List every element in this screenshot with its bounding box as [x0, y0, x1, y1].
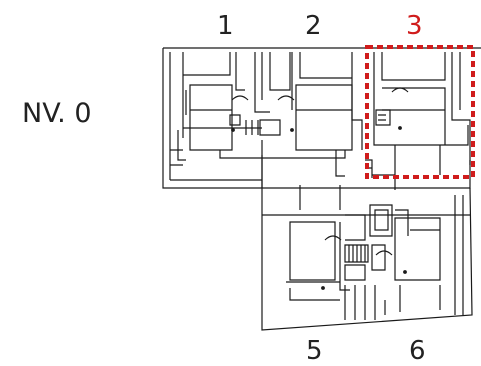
upper-block-outline: [162, 47, 481, 189]
unit-label-5[interactable]: 5: [306, 336, 323, 366]
units-1-2: [170, 52, 363, 177]
units-5-6: [286, 195, 464, 320]
unit-label-3[interactable]: 3: [406, 11, 423, 41]
unit-label-6[interactable]: 6: [409, 336, 426, 366]
unit-label-1[interactable]: 1: [217, 11, 234, 41]
level-label: NV. 0: [22, 98, 92, 129]
unit-3-highlight: [365, 45, 475, 179]
lower-block-outline: [261, 185, 473, 331]
unit-3: [365, 52, 471, 190]
unit-label-2[interactable]: 2: [305, 11, 322, 41]
